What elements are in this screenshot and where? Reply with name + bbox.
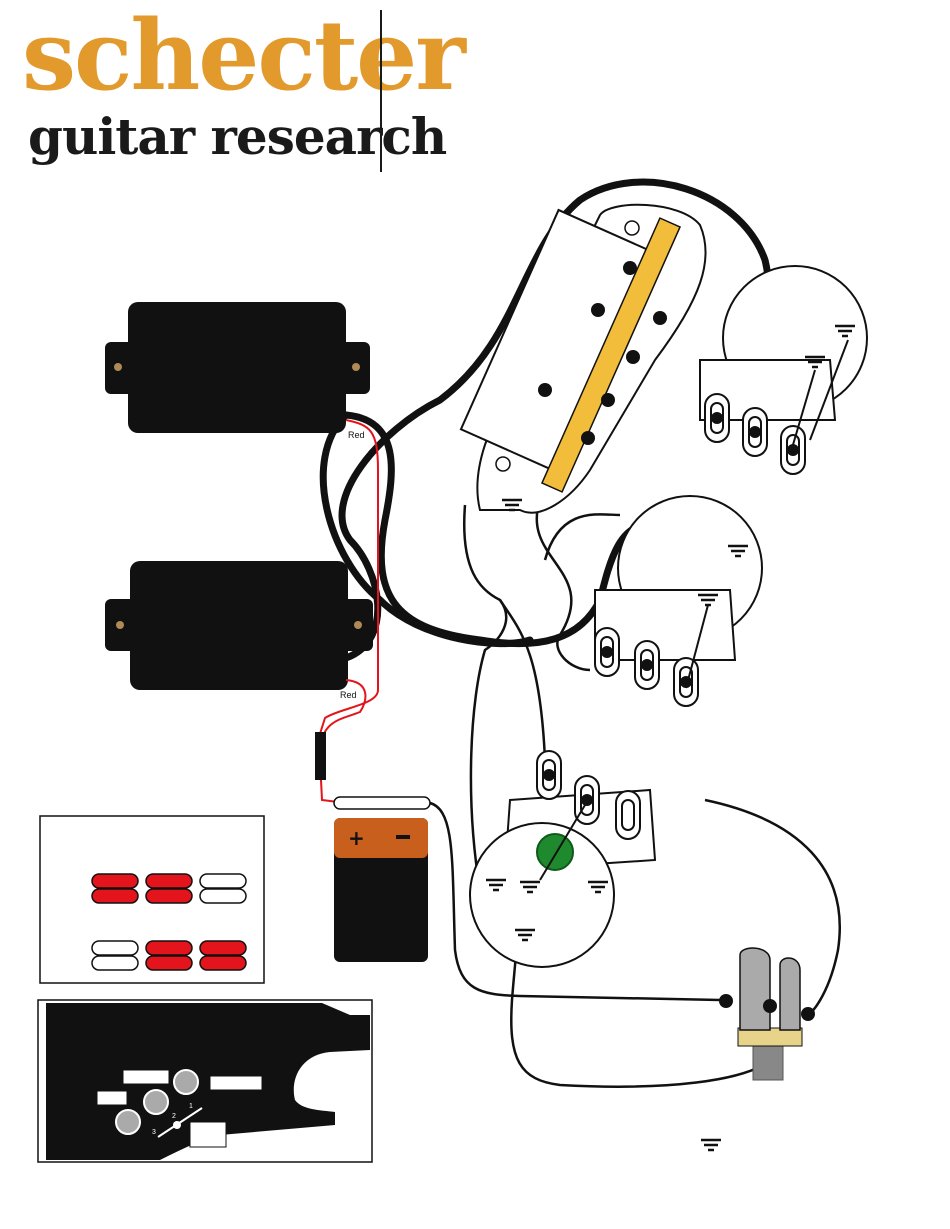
battery-clip [334,797,430,809]
battery: + [334,797,430,962]
output-jack [719,948,815,1080]
switch-position-2: 2 [172,1113,176,1120]
wire-connector [315,732,326,780]
control-layout-diagram: 3 2 1 [38,1000,372,1162]
bridge-red-wire-label: Red [340,690,357,700]
led-indicator [537,834,573,870]
neck-pickup [105,302,370,433]
bridge-pickup [105,561,373,690]
neck-red-wire-label: Red [348,430,365,440]
pickup-selector-switch [461,205,706,513]
ground-symbol [701,1140,721,1150]
neck-pickup-screw-right [352,363,360,371]
switch-position-3: 3 [152,1129,156,1136]
tone-pot [595,496,762,706]
bridge-pickup-screw-right [354,621,362,629]
volume-pot [700,266,867,474]
battery-plus-icon: + [348,826,365,850]
bridge-pickup-screw-left [116,621,124,629]
battery-minus-icon [396,835,410,839]
switch-position-1: 1 [189,1103,193,1110]
led-pot [470,751,655,967]
neck-pickup-screw-left [114,363,122,371]
switch-position-legend [40,816,264,983]
